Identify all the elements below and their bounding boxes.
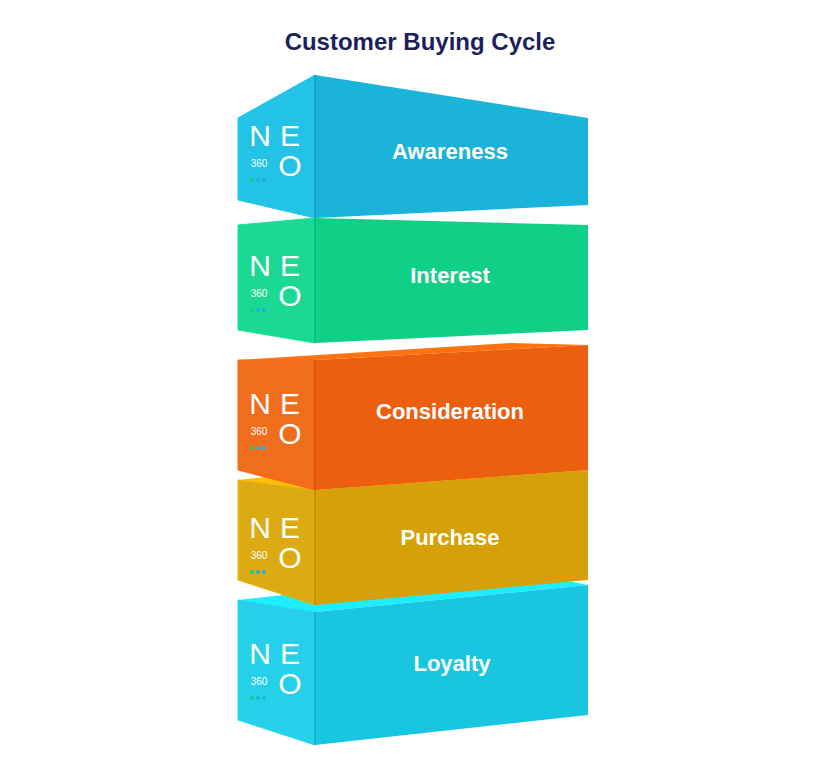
box-front xyxy=(315,75,588,218)
logo-letter: O xyxy=(278,419,301,449)
logo-dot xyxy=(250,570,254,574)
box-edge xyxy=(314,612,316,745)
logo-letter: 360 xyxy=(251,677,268,687)
box-front xyxy=(315,585,588,745)
box-end xyxy=(238,480,315,605)
stage-label: Loyalty xyxy=(413,651,490,677)
stage-box: Purchase xyxy=(400,525,499,551)
stage-box: Awareness xyxy=(392,139,508,165)
box-edge xyxy=(314,490,316,605)
box-edge xyxy=(314,360,316,490)
box-shape xyxy=(238,343,588,490)
logo-dot xyxy=(262,178,266,182)
logo-letter: O xyxy=(278,151,301,181)
stage-box: Consideration xyxy=(376,399,524,425)
logo-dot xyxy=(256,696,260,700)
box-shape xyxy=(238,218,588,343)
logo-dot xyxy=(250,446,254,450)
stage-label: Consideration xyxy=(376,399,524,425)
box-end xyxy=(238,360,315,490)
logo-dot xyxy=(250,178,254,182)
box-front xyxy=(315,345,588,490)
box-end xyxy=(238,600,315,745)
logo-letter: E xyxy=(280,121,300,151)
logo-dot xyxy=(262,308,266,312)
logo-letter: N xyxy=(249,251,271,281)
logo-letter: E xyxy=(280,389,300,419)
stage-box: Interest xyxy=(410,263,489,289)
logo-dot xyxy=(262,570,266,574)
logo-letter: O xyxy=(278,281,301,311)
logo-dot xyxy=(262,446,266,450)
logo-letter: N xyxy=(249,513,271,543)
stage-box: Loyalty xyxy=(413,651,490,677)
box-front xyxy=(315,470,588,605)
logo-letter: 360 xyxy=(251,289,268,299)
logo-dot xyxy=(256,178,260,182)
logo-letter: N xyxy=(249,639,271,669)
logo-dot xyxy=(256,308,260,312)
stage-label: Purchase xyxy=(400,525,499,551)
stage-label: Interest xyxy=(410,263,489,289)
logo-dot xyxy=(250,308,254,312)
logo-letter: 360 xyxy=(251,551,268,561)
logo-dot xyxy=(250,696,254,700)
logo-letter: N xyxy=(249,389,271,419)
logo-dot xyxy=(256,446,260,450)
box-end xyxy=(238,218,315,343)
logo-letter: N xyxy=(249,121,271,151)
logo-letter: E xyxy=(280,639,300,669)
box-front xyxy=(315,218,588,343)
box-edge xyxy=(314,75,316,218)
box-end xyxy=(238,75,315,218)
logo-dot xyxy=(262,696,266,700)
logo-letter: E xyxy=(280,251,300,281)
logo-letter: E xyxy=(280,513,300,543)
box-edge xyxy=(314,218,316,343)
logo-letter: 360 xyxy=(251,427,268,437)
logo-letter: 360 xyxy=(251,159,268,169)
stage-label: Awareness xyxy=(392,139,508,165)
logo-dot xyxy=(256,570,260,574)
diagram-title: Customer Buying Cycle xyxy=(285,28,556,56)
logo-letter: O xyxy=(278,543,301,573)
box-shape xyxy=(238,75,588,218)
logo-letter: O xyxy=(278,669,301,699)
